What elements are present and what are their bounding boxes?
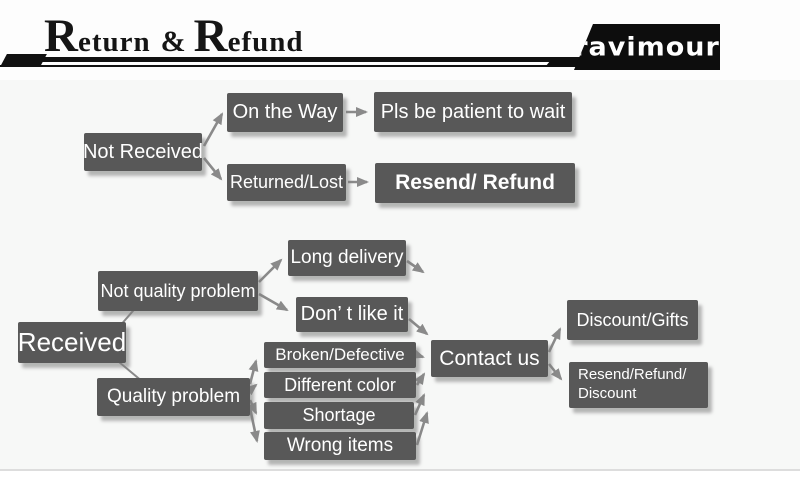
edge-quality-color <box>245 383 258 396</box>
node-resend-refund-discount-line1: Resend/Refund/ <box>578 366 687 384</box>
edge-longdelivery-contact <box>406 259 425 274</box>
brand-logo-tail <box>545 60 581 67</box>
title-text-1: eturn <box>77 26 151 58</box>
node-not-received: Not Received <box>83 133 203 171</box>
edge-contact-discount <box>547 327 562 353</box>
edge-notreceived-ontheway <box>202 112 224 147</box>
edge-notquality-dontlike <box>258 292 289 312</box>
node-long-delivery: Long delivery <box>288 240 406 276</box>
edge-contact-resenddiscount <box>547 363 563 381</box>
node-resend-refund-discount-line2: Discount <box>578 385 637 402</box>
node-different-color: Different color <box>264 372 416 398</box>
edge-shortage-contact <box>413 393 426 416</box>
brand-logo-text: ravimour <box>574 32 720 62</box>
title-dropcap-2: R <box>193 10 228 62</box>
flowchart-arrows <box>118 107 563 446</box>
node-not-quality-problem: Not quality problem <box>98 271 258 311</box>
node-returned-lost: Returned/Lost <box>227 164 346 201</box>
title-text-2: efund <box>227 26 304 58</box>
edge-dontlike-contact <box>408 318 429 336</box>
node-broken-defective: Broken/Defective <box>264 342 416 368</box>
node-resend-refund-discount: Resend/Refund/ Discount <box>569 362 708 408</box>
title-ampersand: & <box>160 25 186 58</box>
page-title: Return&Refund <box>44 12 304 60</box>
node-dont-like-it: Don’ t like it <box>296 297 408 332</box>
header: Return&Refund ravimour <box>0 0 800 80</box>
node-shortage: Shortage <box>264 402 414 429</box>
edge-quality-shortage <box>247 399 258 415</box>
edge-quality-broken <box>248 359 259 385</box>
node-pls-be-patient: Pls be patient to wait <box>374 92 572 132</box>
edge-quality-wrong <box>248 407 260 443</box>
bottom-divider <box>0 469 800 471</box>
node-wrong-items: Wrong items <box>264 432 416 460</box>
title-underline-thin <box>0 65 586 67</box>
edge-broken-contact <box>411 349 425 359</box>
brand-logo: ravimour <box>574 24 720 70</box>
node-discount-gifts: Discount/Gifts <box>567 300 698 340</box>
node-quality-problem: Quality problem <box>97 378 250 416</box>
edge-color-contact <box>414 372 426 386</box>
node-on-the-way: On the Way <box>227 93 343 132</box>
title-underline-thick <box>30 57 586 62</box>
node-received: Received <box>18 322 126 363</box>
edge-notquality-longdelivery <box>258 258 283 283</box>
node-contact-us: Contact us <box>431 340 548 377</box>
node-resend-refund: Resend/ Refund <box>375 163 575 203</box>
title-dropcap-1: R <box>44 10 78 62</box>
edge-notreceived-returned <box>202 157 223 181</box>
edge-wrong-contact <box>415 411 429 446</box>
